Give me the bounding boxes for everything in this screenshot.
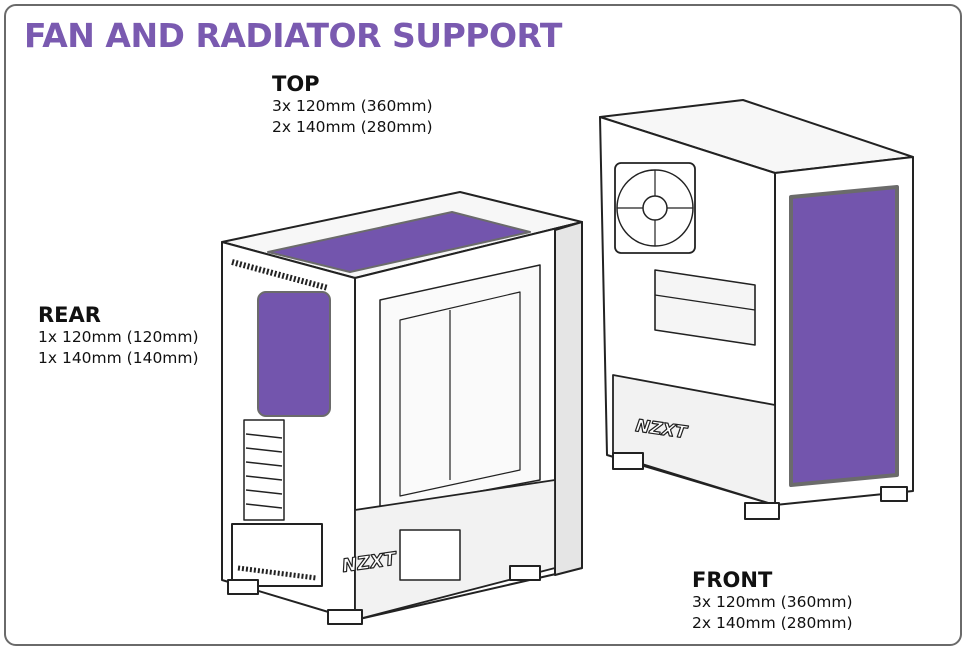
case-front-edge [554,221,583,576]
front-heading: FRONT [692,568,773,592]
top-spec-1: 3x 120mm (360mm) [272,97,433,115]
tray-cutout [399,291,521,497]
case-foot [509,565,541,581]
top-heading: TOP [272,72,320,96]
diagram-title: FAN AND RADIATOR SUPPORT [24,16,562,55]
case-foot [227,579,259,595]
rear-spec-1: 1x 120mm (120mm) [38,328,199,346]
interior-fan [614,162,696,254]
case-foot [880,486,908,502]
shroud-cutout [399,529,461,581]
top-spec-2: 2x 140mm (280mm) [272,118,433,136]
case-foot [612,452,644,470]
case-foot [744,502,780,520]
rear-spec-2: 1x 140mm (140mm) [38,349,199,367]
rear-heading: REAR [38,303,101,327]
front-support-label: FRONT 3x 120mm (360mm) 2x 140mm (280mm) [692,568,853,634]
psu-opening [231,523,323,587]
rear-fan-area [257,291,331,417]
psu-vent [237,565,317,581]
case-rear-view: NZXT [221,191,583,625]
front-radiator-area [789,185,899,487]
top-radiator-area [267,211,531,273]
pci-slots [243,419,285,521]
front-spec-2: 2x 140mm (280mm) [692,614,853,632]
rear-support-label: REAR 1x 120mm (120mm) 1x 140mm (140mm) [38,303,199,369]
front-spec-1: 3x 120mm (360mm) [692,593,853,611]
case-front-view: NZXT [599,99,914,520]
gpu-block [654,269,756,346]
motherboard-tray [379,264,541,511]
top-support-label: TOP 3x 120mm (360mm) 2x 140mm (280mm) [272,72,433,138]
top-vent-mesh [231,259,329,291]
case-foot [327,609,363,625]
diagram-frame [4,4,962,646]
